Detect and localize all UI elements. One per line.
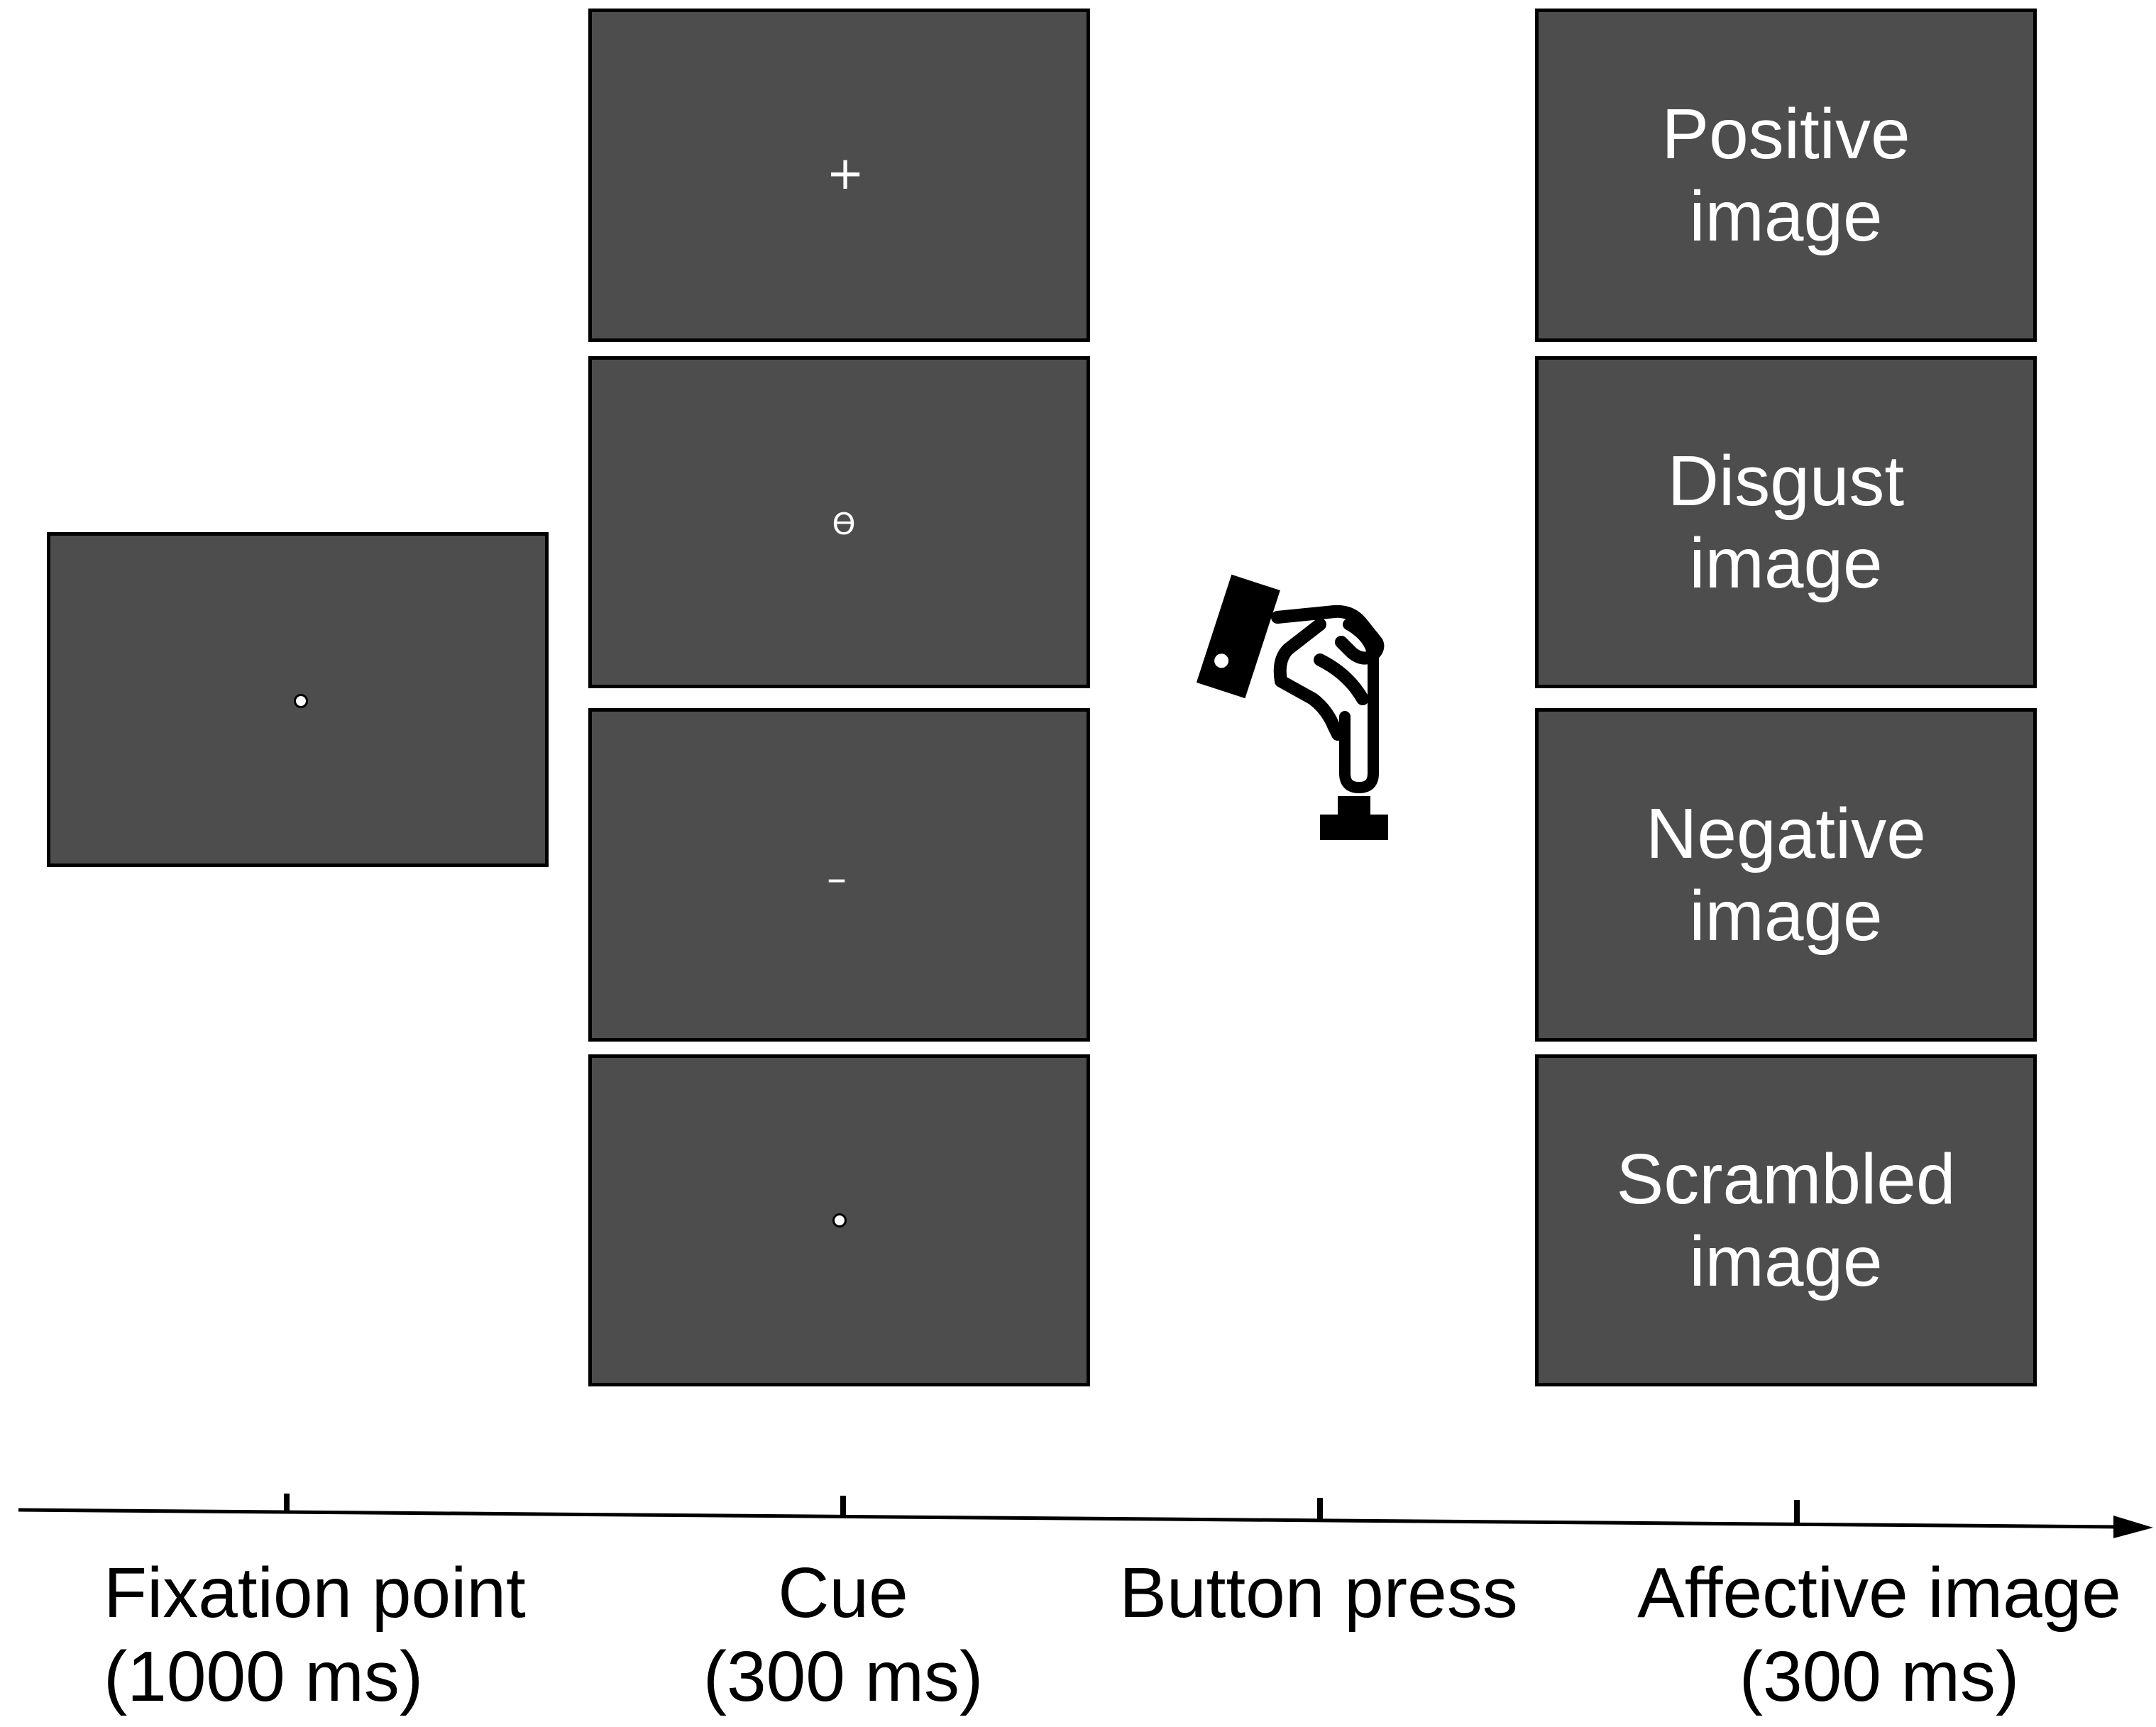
timeline-label-cue: Cue (300 ms)	[703, 1553, 984, 1716]
disgust-image-label: Disgust image	[1667, 441, 1905, 603]
cue-screen-dot	[588, 1054, 1090, 1386]
affective-screen-scrambled: Scrambled image	[1535, 1054, 2037, 1386]
cue-screen-minus: –	[588, 708, 1090, 1042]
negative-image-label: Negative image	[1646, 794, 1926, 956]
timeline-label-affective-image: Affective image (300 ms)	[1637, 1553, 2121, 1716]
fixation-screen	[47, 532, 549, 867]
timeline-label-button-press: Button press	[1119, 1553, 1518, 1633]
cue-symbol-dot	[832, 1213, 847, 1227]
cue-symbol-minus: –	[827, 856, 847, 902]
cue-screen-plus: +	[588, 9, 1090, 342]
positive-image-label: Positive image	[1661, 94, 1910, 256]
cue-symbol-plus: +	[826, 148, 864, 200]
cue-screen-neutral: ϴ	[588, 356, 1090, 688]
timeline-label-fixation: Fixation point (1000 ms)	[104, 1553, 526, 1716]
affective-screen-positive: Positive image	[1535, 9, 2037, 342]
cue-symbol-theta: ϴ	[832, 507, 856, 541]
affective-screen-negative: Negative image	[1535, 708, 2037, 1042]
fixation-dot	[294, 694, 308, 708]
scrambled-image-label: Scrambled image	[1616, 1140, 1956, 1301]
affective-screen-disgust: Disgust image	[1535, 356, 2037, 688]
